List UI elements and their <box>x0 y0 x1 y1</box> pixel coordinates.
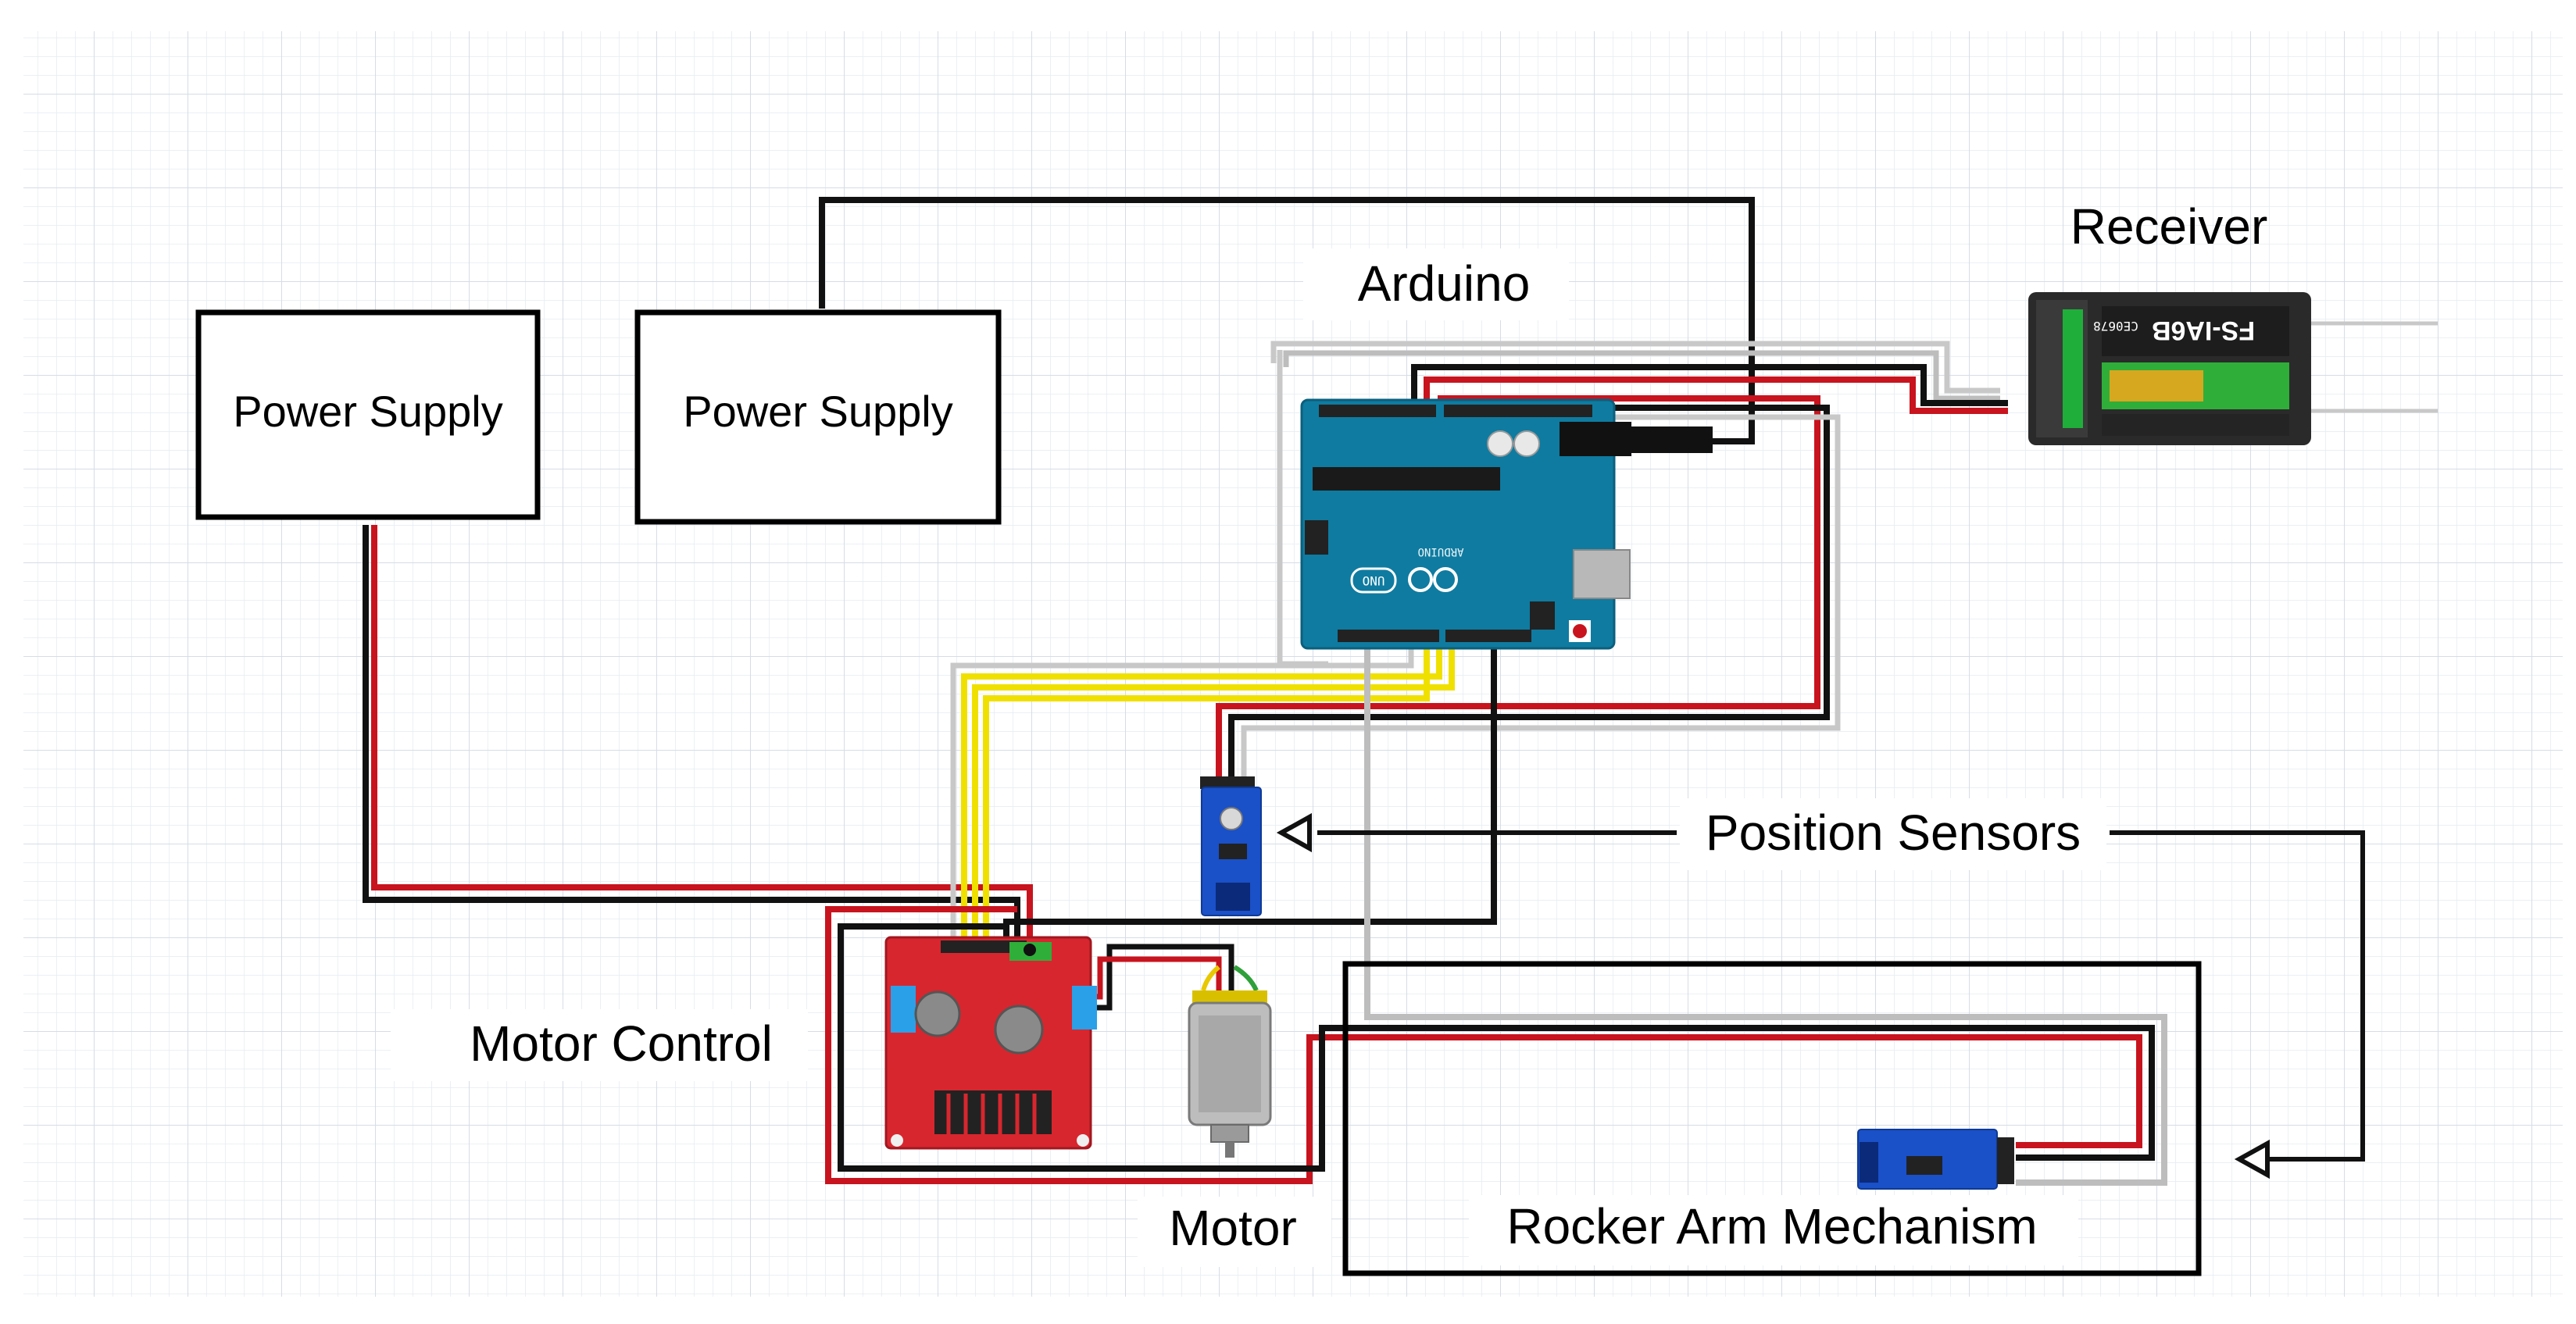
wires <box>363 197 2167 1186</box>
wire-sensor1-red <box>1216 395 1820 781</box>
receiver-device: FS-IA6B CE0678 <box>2028 292 2438 445</box>
power-supply-box-1 <box>195 309 541 520</box>
wire-rocker-white <box>1364 639 2167 1186</box>
position-sensors-label-bg <box>1680 798 2106 870</box>
arrow-to-upper-sensor <box>1276 812 1312 853</box>
power-supply-label-2: Power Supply <box>683 387 953 436</box>
wire-yellow-3 <box>983 639 1430 945</box>
arduino-label: Arduino <box>1358 255 1531 312</box>
position-sensors-label: Position Sensors <box>1706 805 2081 861</box>
arrow-to-rocker-sensor <box>2234 1139 2270 1179</box>
power-supply-box-2 <box>634 309 1002 525</box>
position-sensor-upper <box>1200 776 1262 916</box>
wire-motor-yellow <box>1201 965 1220 991</box>
arduino-board: UNO ARDUINO <box>1300 398 1713 650</box>
wire-rx-white-1 <box>1270 341 2000 394</box>
wire-motor-black <box>1094 944 1234 1011</box>
wire-rocker-red <box>825 906 2142 1184</box>
motor-control-label: Motor Control <box>470 1015 773 1072</box>
position-sensors-callout <box>1317 830 2365 1162</box>
motor-driver-board <box>884 936 1097 1150</box>
wire-sensor1-black <box>1228 405 1830 781</box>
wire-power-to-arduino <box>819 197 1755 444</box>
receiver-label: Receiver <box>2070 198 2268 255</box>
wire-supply-red <box>371 525 1033 945</box>
wire-rx-black <box>1411 364 2008 406</box>
rocker-arm-label-bg <box>1469 1195 2078 1265</box>
motor-label-bg <box>1138 1197 1331 1267</box>
motor-label: Motor <box>1169 1200 1297 1256</box>
wire-yellow-1 <box>972 639 1455 945</box>
arduino-uno-text: UNO <box>1363 573 1385 588</box>
wire-driver-white <box>950 639 1414 945</box>
dc-motor <box>1188 990 1272 1158</box>
wire-rocker-black <box>838 923 2155 1172</box>
wire-motor-green <box>1233 965 1259 992</box>
rocker-arm-box <box>1342 961 2202 1276</box>
wire-rx-red <box>1424 377 2008 414</box>
wire-yellow-2 <box>961 639 1442 945</box>
receiver-marking-text: CE0678 <box>2093 319 2138 334</box>
wire-rx-white-2 <box>1283 350 2000 401</box>
rocker-arm-label: Rocker Arm Mechanism <box>1506 1198 2037 1254</box>
power-supply-label-1: Power Supply <box>233 387 503 436</box>
arduino-label-bg <box>1303 248 1569 320</box>
wire-gnd-driver <box>1003 639 1497 945</box>
motor-control-label-bg <box>391 1009 808 1081</box>
receiver-model-text: FS-IA6B <box>2152 316 2255 345</box>
arduino-brand-text: ARDUINO <box>1417 545 1463 558</box>
position-sensor-rocker <box>1857 1129 2014 1190</box>
wire-sensor1-white <box>1241 414 1841 781</box>
